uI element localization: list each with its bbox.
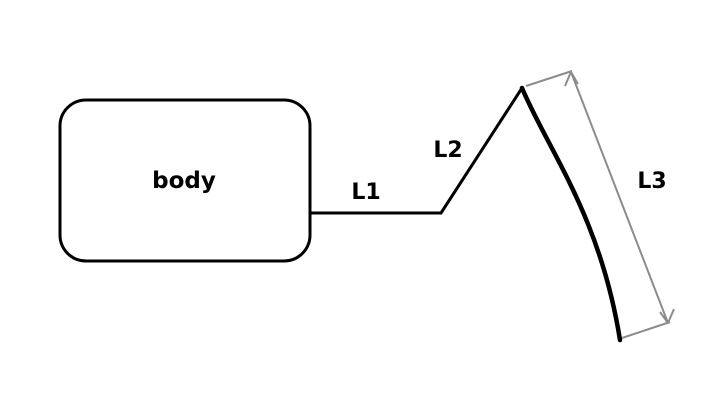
link-l2 [439, 86, 524, 215]
link-l3-label: L3 [637, 169, 666, 194]
l3-dimension-extension-top [525, 70, 573, 87]
l3-dimension-arrow-top [564, 71, 579, 87]
l3-dimension-arrow-bottom [659, 308, 675, 324]
body-block [58, 98, 312, 263]
l3-dimension-extension-bottom [621, 321, 671, 339]
l3-dimension [525, 70, 675, 339]
link-l2-label: L2 [433, 138, 462, 163]
link-l1-label: L1 [351, 180, 380, 205]
l3-dimension-line [570, 71, 669, 324]
body-label: body [152, 168, 216, 194]
link-l3 [519, 85, 623, 343]
